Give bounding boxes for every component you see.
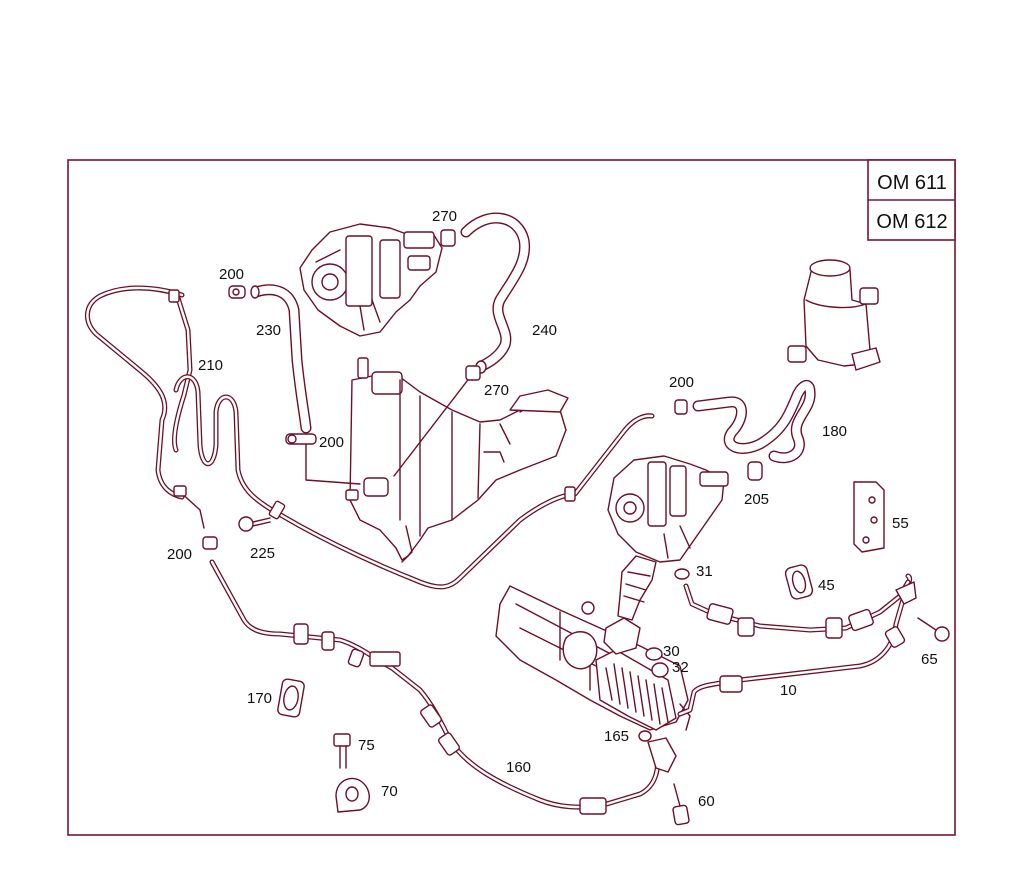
part-200-clamp-reservoir — [285, 433, 317, 445]
callout-200-right[interactable]: 200 — [669, 374, 694, 391]
callout-165[interactable]: 165 — [604, 728, 629, 745]
callout-10[interactable]: 10 — [780, 682, 797, 699]
callout-225[interactable]: 225 — [250, 545, 275, 562]
callout-30[interactable]: 30 — [663, 643, 680, 660]
engine-variant-box: OM 611 OM 612 — [867, 159, 956, 241]
part-30-seal — [645, 647, 663, 661]
part-70-clip — [335, 777, 370, 813]
callout-55[interactable]: 55 — [892, 515, 909, 532]
callout-205[interactable]: 205 — [744, 491, 769, 508]
part-31-oring — [674, 568, 690, 580]
leader-270-reservoir — [393, 371, 475, 477]
callout-170[interactable]: 170 — [247, 690, 272, 707]
part-205-clamp — [747, 461, 763, 481]
callout-65[interactable]: 65 — [921, 651, 938, 668]
part-10-pressure-line — [677, 573, 917, 717]
part-160-return-line — [209, 559, 677, 815]
diagram-frame — [67, 159, 956, 836]
part-60-bolt — [672, 783, 690, 826]
part-32-seal — [651, 662, 669, 678]
part-225-screw — [238, 516, 271, 532]
callout-270-upper[interactable]: 270 — [432, 208, 457, 225]
part-165-oring — [638, 730, 652, 742]
power-steering-pump-lower — [607, 455, 729, 563]
part-180-hose — [692, 380, 816, 464]
part-55-bracket — [853, 481, 885, 553]
callout-240[interactable]: 240 — [532, 322, 557, 339]
callout-32[interactable]: 32 — [672, 659, 689, 676]
part-270-clamp-upper — [440, 229, 456, 247]
steering-gear — [495, 555, 691, 731]
part-45-rubber-mount — [784, 564, 814, 600]
part-210-pressure-line — [85, 285, 655, 590]
part-270-clamp-lower — [465, 365, 481, 381]
fluid-reservoir-right — [787, 259, 881, 371]
callout-60[interactable]: 60 — [698, 793, 715, 810]
callout-200-lower[interactable]: 200 — [167, 546, 192, 563]
callout-75[interactable]: 75 — [358, 737, 375, 754]
engine-label-om612[interactable]: OM 612 — [876, 211, 947, 233]
callout-180[interactable]: 180 — [822, 423, 847, 440]
callout-70[interactable]: 70 — [381, 783, 398, 800]
power-steering-pump-upper — [299, 223, 443, 337]
part-170-rubber-mount — [277, 678, 305, 718]
engine-label-om611[interactable]: OM 611 — [877, 172, 947, 194]
callout-270-lower[interactable]: 270 — [484, 382, 509, 399]
callout-200-reservoir[interactable]: 200 — [319, 434, 344, 451]
part-230-hose — [250, 284, 312, 434]
callout-31[interactable]: 31 — [696, 563, 713, 580]
part-200-clamp-lower — [202, 536, 218, 550]
callout-160[interactable]: 160 — [506, 759, 531, 776]
callout-45[interactable]: 45 — [818, 577, 835, 594]
part-75-screw — [333, 733, 351, 769]
part-65-bolt — [917, 617, 950, 642]
callout-230[interactable]: 230 — [256, 322, 281, 339]
callout-labels: 270 200 230 240 210 270 200 200 180 205 … — [167, 208, 938, 810]
fluid-reservoir — [345, 357, 569, 563]
part-200-clamp-top — [228, 285, 246, 299]
part-200-clamp-right — [674, 399, 688, 415]
part-240-return-hose — [460, 212, 531, 374]
callout-200-top[interactable]: 200 — [219, 266, 244, 283]
callout-210[interactable]: 210 — [198, 357, 223, 374]
leader-200-reservoir — [305, 439, 361, 485]
